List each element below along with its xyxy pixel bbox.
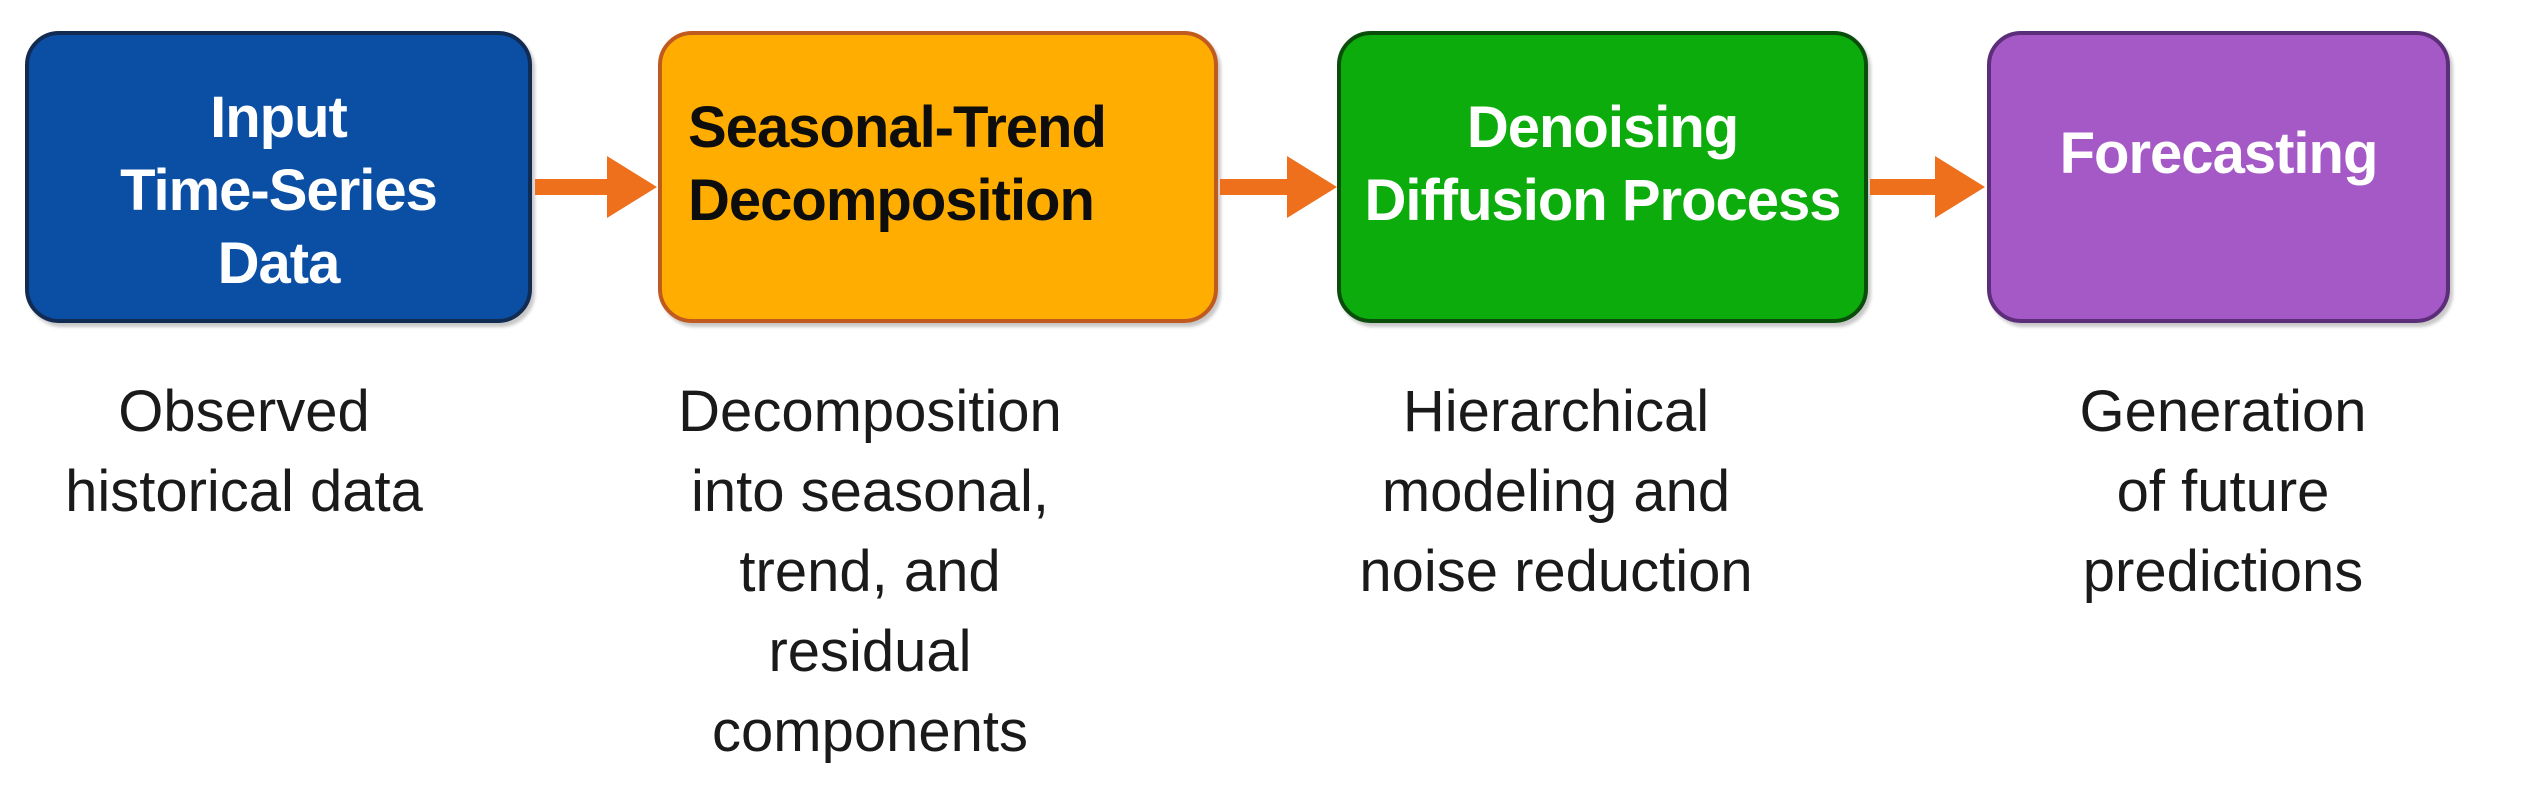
label-line: Input [210, 85, 348, 150]
caption-line: into seasonal, [691, 459, 1049, 524]
flow-caption-input-time-series-data: Observed historical data [0, 372, 504, 532]
arrow-shaft [1870, 179, 1935, 195]
caption-line: noise reduction [1359, 539, 1753, 604]
arrow-shaft [1220, 179, 1287, 195]
arrow-right-icon [1220, 156, 1337, 218]
label-line: Data [217, 231, 341, 296]
flow-box-label: Seasonal-Trend Decomposition [662, 35, 1214, 237]
label-line: Time-Series [120, 158, 438, 223]
label-line: Denoising [1466, 95, 1739, 160]
caption-line: residual [768, 619, 972, 684]
arrow-head [1935, 156, 1985, 218]
arrow-shaft [535, 179, 607, 195]
caption-line: modeling and [1381, 459, 1731, 524]
caption-line: Hierarchical [1402, 379, 1710, 444]
label-line: Diffusion Process [1364, 168, 1841, 233]
label-line: Decomposition [688, 168, 1095, 233]
label-line: Seasonal-Trend [688, 95, 1107, 160]
arrow-head [1287, 156, 1337, 218]
flow-box-input-time-series-data: Input Time-Series Data [25, 31, 532, 323]
flow-caption-forecasting: Generation of future predictions [1963, 372, 2483, 612]
arrow-right-icon [535, 156, 657, 218]
caption-line: of future [2116, 459, 2330, 524]
flow-box-label: Input Time-Series Data [29, 35, 528, 300]
caption-line: predictions [2082, 539, 2364, 604]
arrow-right-icon [1870, 156, 1985, 218]
flow-box-seasonal-trend-decomposition: Seasonal-Trend Decomposition [658, 31, 1218, 323]
caption-line: historical data [65, 459, 423, 524]
caption-line: Generation [2079, 379, 2367, 444]
arrow-head [607, 156, 657, 218]
flow-box-label: Forecasting [1991, 35, 2446, 190]
flow-caption-seasonal-trend-decomposition: Decomposition into seasonal, trend, and … [610, 372, 1130, 772]
caption-line: trend, and [739, 539, 1001, 604]
flow-box-label: Denoising Diffusion Process [1341, 35, 1864, 237]
caption-line: components [712, 699, 1028, 764]
caption-line: Observed [118, 379, 370, 444]
caption-line: Decomposition [678, 379, 1062, 444]
label-line: Forecasting [2059, 121, 2379, 186]
flow-box-denoising-diffusion-process: Denoising Diffusion Process [1337, 31, 1868, 323]
flow-caption-denoising-diffusion-process: Hierarchical modeling and noise reductio… [1296, 372, 1816, 612]
flow-box-forecasting: Forecasting [1987, 31, 2450, 323]
